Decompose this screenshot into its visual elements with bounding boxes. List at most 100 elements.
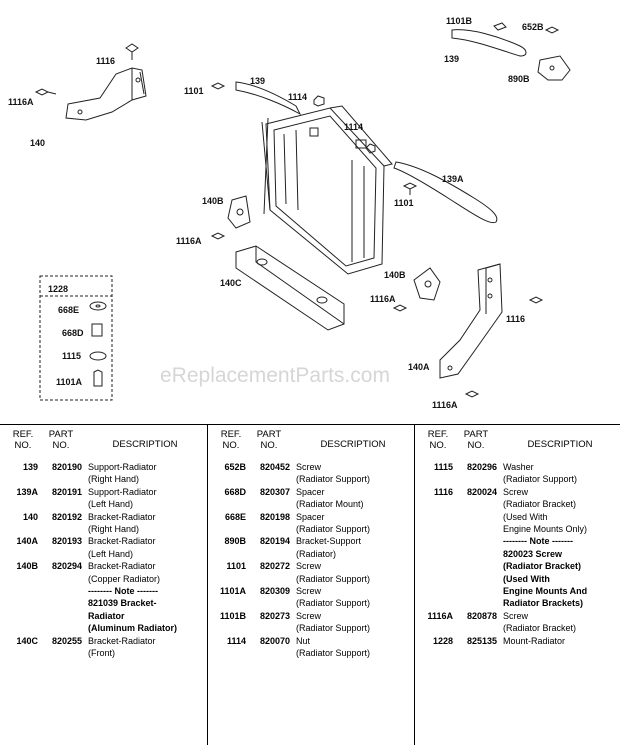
ref-no: 140A (16, 536, 38, 547)
part-no: 820294 (51, 561, 82, 572)
support-139A-drawing (393, 161, 498, 224)
part-no: 825135 (466, 635, 497, 646)
header-part-no: PART NO. (256, 429, 282, 451)
callout-668e: 668E (58, 305, 79, 315)
part-no (38, 597, 88, 634)
part-no: 820070 (259, 635, 290, 646)
note-row: -------- Note ------- (0, 585, 206, 597)
callout-890b: 890B (508, 74, 530, 84)
callout-140a: 140A (408, 362, 430, 372)
description: Bracket-Radiator (Right Hand) (88, 511, 156, 535)
description: Screw (Radiator Bracket) (Used With Engi… (503, 486, 588, 535)
bracket-140B-right-drawing (392, 267, 441, 312)
part-no: 820273 (259, 610, 290, 621)
part-no: 820255 (51, 635, 82, 646)
part-no (38, 585, 88, 597)
callout-1115: 1115 (62, 351, 81, 361)
callout-139-top: 139 (444, 54, 459, 64)
callout-1116-top: 1116 (96, 56, 115, 66)
description: Screw (Radiator Support) (296, 586, 371, 609)
callout-1101b: 1101B (446, 16, 473, 26)
ref-no: 1115 (433, 462, 453, 472)
part-no: 820309 (259, 586, 290, 597)
description: Washer (Radiator Support) (503, 462, 578, 485)
part-no: 820194 (259, 536, 290, 547)
part-row: 139A 820191 Support-Radiator (Left Hand) (0, 486, 206, 511)
ref-no: 1116A (427, 610, 453, 621)
ref-no (415, 548, 453, 610)
support-139-center-drawing (210, 81, 376, 154)
bracket-140B-left-drawing (210, 195, 251, 240)
description: -------- Note ------- (88, 586, 158, 597)
bracket-140A-drawing (439, 263, 544, 398)
part-no: 820190 (51, 462, 82, 472)
ref-no: 139A (16, 486, 38, 497)
part-no: 820307 (259, 486, 290, 497)
note-row: 821039 Bracket- Radiator (Aluminum Radia… (0, 597, 206, 634)
bracket-140-drawing (34, 43, 147, 121)
description: Nut (Radiator Support) (296, 635, 371, 659)
part-row: 140 820192 Bracket-Radiator (Right Hand) (0, 511, 206, 536)
description: 820023 Screw (Radiator Bracket) (Used Wi… (503, 548, 588, 609)
description: Mount-Radiator (503, 635, 566, 646)
header-part-no: PART NO. (48, 429, 74, 451)
ref-no: 139 (22, 462, 38, 472)
ref-no: 1116 (433, 486, 453, 497)
description: Screw (Radiator Support) (296, 610, 371, 634)
callout-1101a: 1101A (56, 377, 83, 387)
part-no: 820191 (51, 486, 82, 497)
header-ref-no: REF. NO. (427, 429, 449, 451)
callout-1114-b: 1114 (344, 122, 363, 132)
part-no: 820272 (259, 561, 290, 572)
bracket-140C-drawing (235, 245, 345, 331)
callout-140b-right: 140B (384, 270, 406, 280)
ref-no: 1101A (219, 586, 246, 597)
header-ref-no: REF. NO. (220, 429, 242, 451)
callout-652b: 652B (522, 22, 544, 32)
ref-no (0, 585, 38, 597)
description: Spacer (Radiator Mount) (296, 486, 364, 510)
radiator-drawing (261, 105, 393, 275)
callout-140c: 140C (220, 278, 242, 288)
callout-668d: 668D (62, 328, 84, 338)
description: 821039 Bracket- Radiator (Aluminum Radia… (88, 598, 177, 634)
callout-139a: 139A (442, 174, 464, 184)
callout-1116a-bottom: 1116A (432, 400, 458, 410)
parts-column-2: REF. NO. PART NO. DESCRIPTION 652B 820452… (207, 425, 414, 745)
exploded-parts-diagram: eReplacementParts.com 1101B 652B 139 890B 11… (8, 16, 571, 410)
ref-no: 140 (22, 511, 38, 522)
callout-140b-left: 140B (202, 196, 224, 206)
header-description: DESCRIPTION (112, 439, 178, 450)
part-no: 820296 (466, 462, 497, 472)
watermark: eReplacementParts.com (160, 364, 390, 387)
header-description: DESCRIPTION (320, 439, 386, 450)
part-no: 820452 (259, 462, 290, 472)
callout-1116-right: 1116 (506, 314, 525, 324)
ref-no: 140B (16, 561, 38, 572)
part-no: 820192 (51, 511, 82, 522)
description: Spacer (Radiator Support) (296, 511, 371, 535)
parts-rows: 1115 820296 Washer (Radiator Support) 1116 8… (415, 461, 620, 647)
part-row: 1115 820296 Washer (Radiator Support) (415, 461, 620, 486)
description: Bracket-Radiator (Left Hand) (88, 536, 156, 559)
part-no: 820878 (466, 610, 497, 621)
description: Support-Radiator (Left Hand) (88, 486, 157, 510)
description: -------- Note ------- (503, 536, 573, 547)
callout-140: 140 (30, 138, 45, 148)
header-description: DESCRIPTION (527, 439, 593, 450)
callout-1114-a: 1114 (288, 92, 307, 102)
description: Bracket-Support (Radiator) (296, 536, 362, 559)
ref-no: 652B (224, 462, 246, 472)
part-no: 820193 (51, 536, 82, 547)
ref-no (0, 597, 38, 634)
